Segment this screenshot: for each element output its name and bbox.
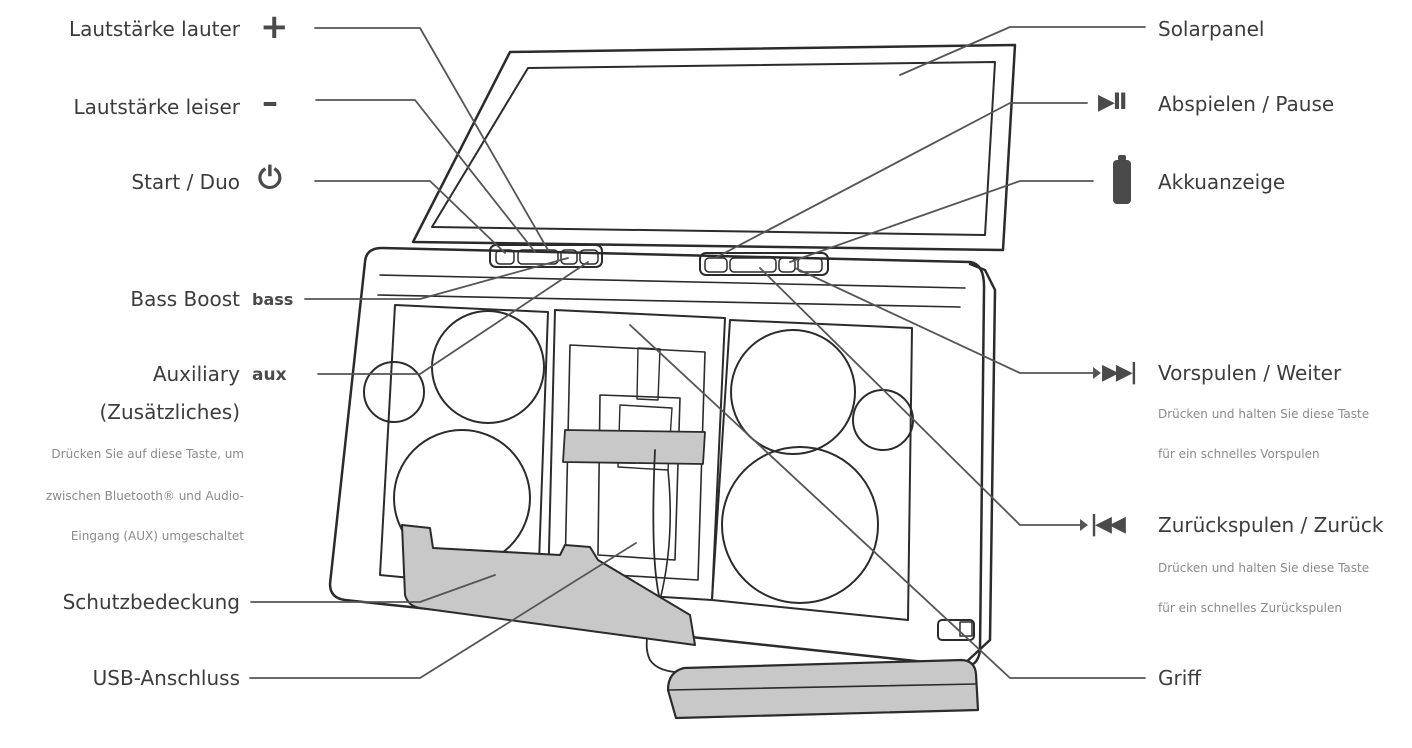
button-cluster-right <box>699 252 829 276</box>
minus-icon: – <box>262 83 278 121</box>
bass-icon: bass <box>252 290 294 309</box>
label-usb-port: USB-Anschluss <box>92 666 240 690</box>
label-bass-boost: Bass Boost <box>130 287 240 311</box>
strap <box>562 429 706 465</box>
label-play-pause: Abspielen / Pause <box>1158 92 1335 116</box>
callout-play-pause <box>714 102 1088 259</box>
plus-icon: + <box>260 7 289 47</box>
label-solar-panel: Solarpanel <box>1158 17 1265 41</box>
callout-bass-boost <box>304 257 569 300</box>
power-icon: ⏻ <box>258 161 282 196</box>
label-rewind: Zurückspulen / Zurück <box>1158 513 1384 537</box>
callout-volume-down <box>315 99 536 253</box>
callout-start-duo <box>314 180 506 254</box>
rewind-note-line-2: für ein schnelles Zurückspulen <box>1158 601 1342 615</box>
callout-handle <box>629 324 1146 679</box>
aux-note-line-2: zwischen Bluetooth® und Audio- <box>45 489 244 503</box>
label-protective-cover: Schutzbedeckung <box>62 590 240 614</box>
callout-rewind <box>759 267 1081 526</box>
label-battery-indicator: Akkuanzeige <box>1158 170 1286 194</box>
callout-solar <box>899 26 1146 76</box>
aux-note-line-3: Eingang (AUX) umgeschaltet <box>70 529 244 543</box>
rewind-note-line-1: Drücken und halten Sie diese Taste <box>1158 561 1370 575</box>
solar-panel-frame <box>411 43 1017 252</box>
callout-cover <box>250 574 496 603</box>
power-bank <box>666 658 980 720</box>
forward-note-line-1: Drücken und halten Sie diese Taste <box>1158 407 1370 421</box>
callout-aux <box>317 261 589 375</box>
battery-icon <box>1113 155 1131 204</box>
aux-icon: aux <box>252 365 287 385</box>
solar-panel-cells <box>431 61 996 236</box>
callout-battery <box>789 180 1094 263</box>
rewind-icon: |◀◀ <box>1090 512 1126 537</box>
center-compartment <box>547 309 726 601</box>
callout-forward <box>794 267 1094 374</box>
protective-cover <box>401 524 696 646</box>
callout-volume-up <box>314 27 549 251</box>
side-handle <box>960 262 997 668</box>
label-volume-up: Lautstärke lauter <box>68 17 240 41</box>
forward-icon: ▶▶| <box>1102 360 1138 385</box>
play-pause-icon: ▶II <box>1098 90 1127 115</box>
label-auxiliary-sub: (Zusätzliches) <box>99 400 240 424</box>
aux-note-line-1: Drücken Sie auf diese Taste, um <box>51 447 244 461</box>
callout-usb <box>249 542 637 679</box>
label-start-duo: Start / Duo <box>131 170 240 194</box>
label-volume-down: Lautstärke leiser <box>73 95 240 119</box>
right-speaker-panel <box>711 319 913 621</box>
label-handle: Griff <box>1158 666 1202 690</box>
label-forward: Vorspulen / Weiter <box>1158 361 1342 385</box>
forward-note-line-2: für ein schnelles Vorspulen <box>1158 447 1320 461</box>
label-auxiliary: Auxiliary <box>152 362 240 386</box>
